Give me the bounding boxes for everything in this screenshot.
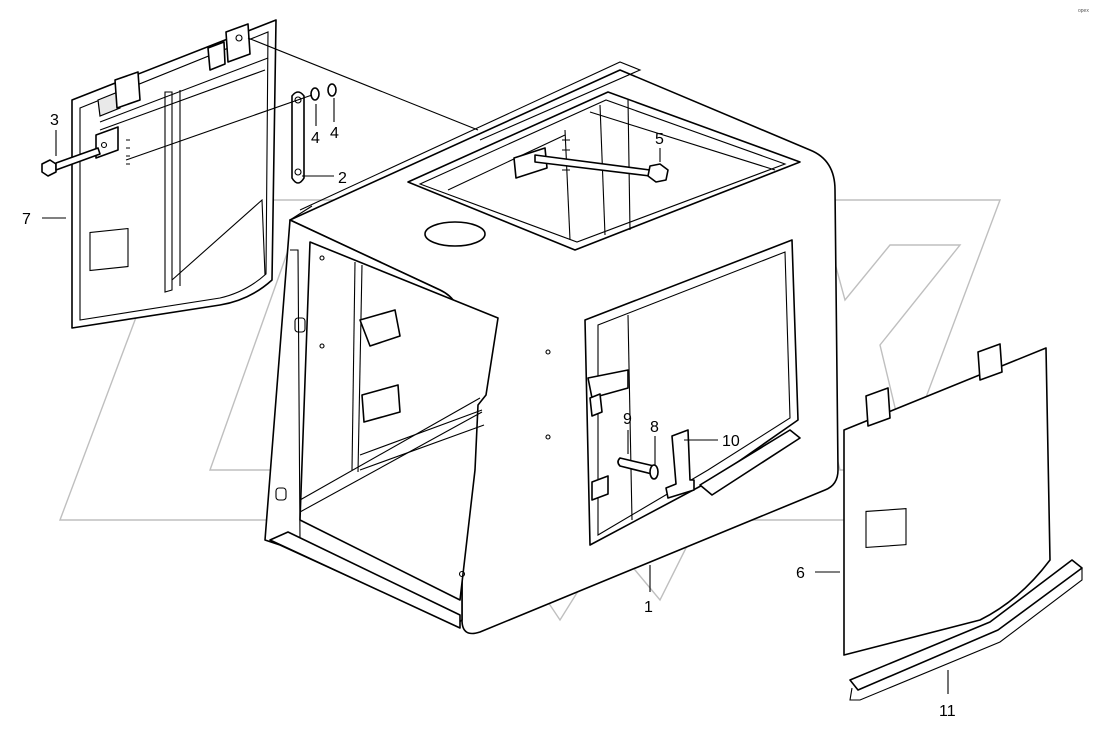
leader-lines: [42, 37, 949, 694]
callout-10: 10: [722, 433, 740, 450]
pin-part-9: [617, 457, 655, 475]
bolt-part-5: [534, 154, 669, 183]
washer-part-4b: [327, 83, 337, 97]
callout-2: 2: [338, 170, 347, 187]
callout-8: 8: [650, 419, 659, 436]
callout-11: 11: [939, 703, 956, 720]
door-panel-right-part-6: [843, 343, 1051, 656]
link-bar-part-2: [291, 91, 305, 184]
callout-3: 3: [50, 112, 59, 129]
callout-6: 6: [796, 565, 805, 582]
door-panel-left-part-7: [71, 19, 277, 329]
bolt-part-3: [41, 147, 101, 177]
watermark-tag: opex: [1078, 8, 1089, 14]
hinge-bolt-icon: [235, 34, 243, 42]
callout-5: 5: [655, 131, 664, 148]
washer-part-4a: [310, 87, 320, 101]
callout-4b: 4: [330, 125, 339, 142]
callout-labels: 1 2 3 4 4 5 6 7 8 9 10 11: [22, 112, 956, 720]
cab-frame-part-1: [264, 61, 839, 635]
bracket-part-10: [665, 429, 695, 499]
callout-1: 1: [644, 599, 653, 616]
callout-7: 7: [22, 211, 31, 228]
callout-9: 9: [623, 411, 632, 428]
callout-4a: 4: [311, 130, 320, 147]
washer-part-8: [649, 464, 659, 480]
trim-strip-part-11: [849, 559, 1083, 701]
